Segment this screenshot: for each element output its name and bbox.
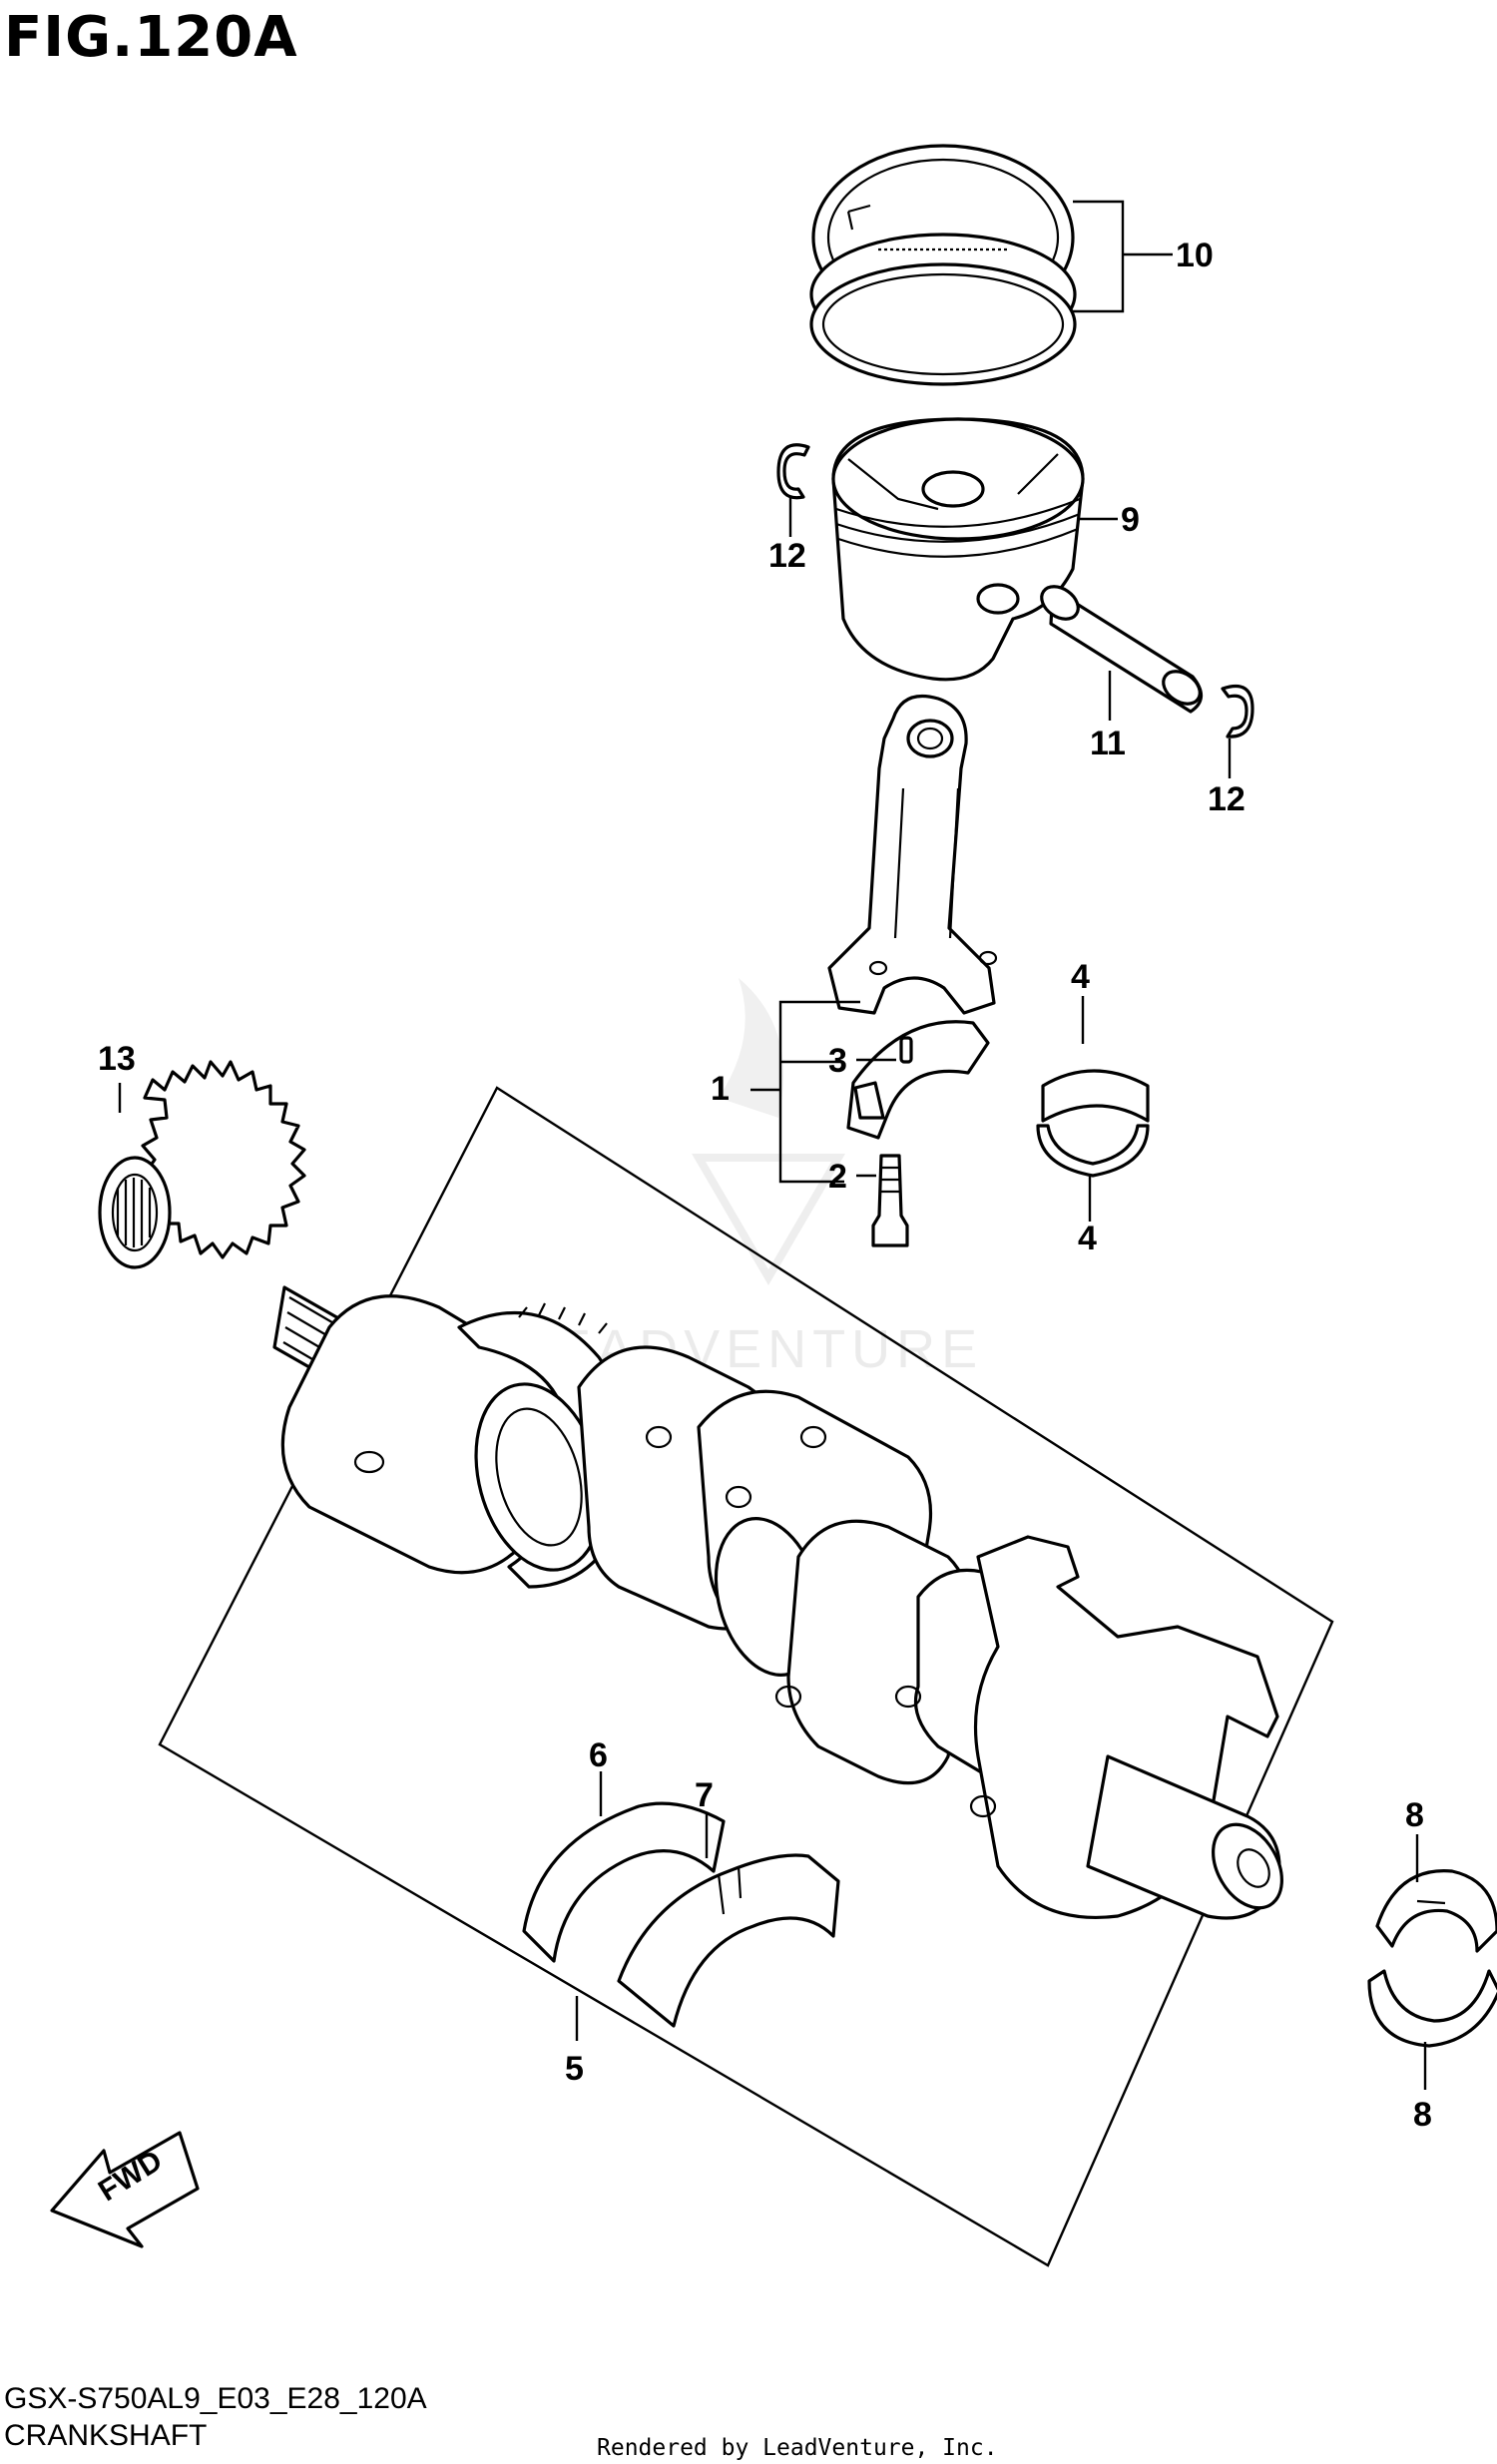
leader-1 bbox=[750, 1000, 860, 1184]
callout-7: 7 bbox=[695, 1776, 714, 1814]
figure-title: FIG.120A bbox=[4, 5, 298, 70]
callout-8-top: 8 bbox=[1405, 1796, 1424, 1834]
piston-pin[interactable] bbox=[1036, 580, 1207, 714]
main-bearing-upper[interactable] bbox=[1375, 1869, 1497, 1953]
rod-bearing-lower[interactable] bbox=[1036, 1124, 1150, 1178]
callout-12-right: 12 bbox=[1208, 780, 1246, 818]
connecting-rod-cap[interactable] bbox=[846, 1020, 990, 1140]
leader-10 bbox=[1073, 200, 1173, 313]
callout-12-left: 12 bbox=[768, 537, 806, 575]
callout-13: 13 bbox=[98, 1040, 136, 1078]
callout-9: 9 bbox=[1121, 501, 1140, 539]
crankshaft[interactable] bbox=[272, 1285, 1295, 1920]
forward-direction-arrow: FWD bbox=[50, 2131, 200, 2248]
thrust-bearing-upper[interactable] bbox=[522, 1801, 726, 1963]
thrust-bearing-lower[interactable] bbox=[617, 1853, 840, 2028]
connecting-rod[interactable] bbox=[827, 694, 998, 1015]
callout-8-bottom: 8 bbox=[1413, 2096, 1432, 2134]
model-code: GSX-S750AL9_E03_E28_120A bbox=[4, 2382, 427, 2415]
callout-1: 1 bbox=[711, 1070, 730, 1108]
circlip-right[interactable] bbox=[1221, 684, 1254, 739]
callout-4-top: 4 bbox=[1071, 958, 1090, 996]
crank-gear[interactable] bbox=[98, 1060, 306, 1269]
callout-2: 2 bbox=[828, 1158, 847, 1196]
crankshaft-assembly-frame bbox=[158, 1086, 1334, 2267]
rod-bearing-upper[interactable] bbox=[1041, 1069, 1150, 1123]
piston-rings[interactable] bbox=[809, 144, 1077, 386]
piston[interactable] bbox=[831, 417, 1085, 682]
section-name: CRANKSHAFT bbox=[4, 2419, 207, 2452]
rod-bolt[interactable] bbox=[871, 1154, 909, 1247]
circlip-left[interactable] bbox=[776, 443, 810, 500]
callout-5: 5 bbox=[565, 2050, 584, 2088]
rendered-by: Rendered by LeadVenture, Inc. bbox=[597, 2435, 998, 2461]
callout-10: 10 bbox=[1176, 237, 1214, 274]
main-bearing-lower[interactable] bbox=[1367, 1969, 1497, 2048]
locator-pin[interactable] bbox=[899, 1036, 913, 1064]
callout-4-bottom: 4 bbox=[1078, 1220, 1097, 1257]
callout-11: 11 bbox=[1090, 725, 1126, 762]
callout-6: 6 bbox=[589, 1736, 608, 1774]
